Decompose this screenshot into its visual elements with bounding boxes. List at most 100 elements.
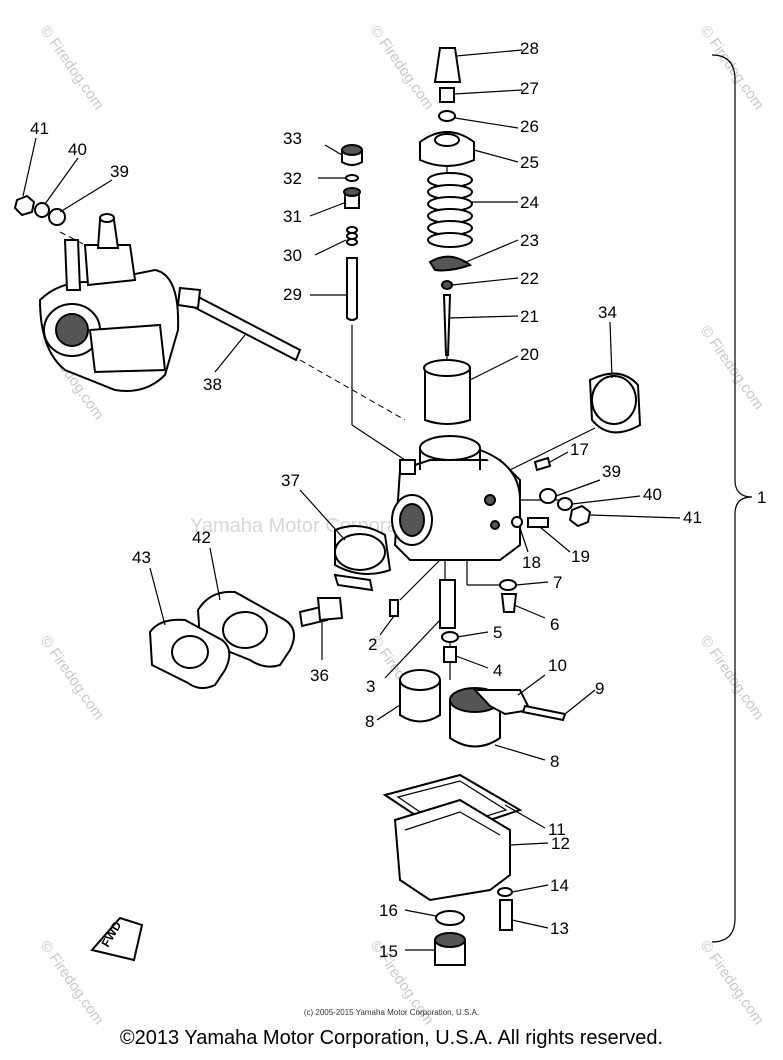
callout-40: 40 [643,485,662,504]
callout-33: 33 [283,129,302,148]
part-5-washer [441,631,459,643]
watermark-text: © Firedog.com [697,23,767,114]
part-3-needle-jet [439,579,456,629]
part-27-nut [439,87,455,103]
part-37-clamp [333,525,392,592]
part-39-washer [539,488,557,504]
part-2-pilot-jet [389,599,399,617]
leader-lines [22,49,681,951]
callout-34: 34 [598,303,617,322]
callout-5: 5 [493,623,502,642]
callout-labels: 1 2 3 4 5 6 7 8 8 9 10 11 12 13 14 15 16… [30,39,766,961]
part-13-screw [499,899,513,931]
part-4-main-jet [443,646,457,663]
callout-19: 19 [571,547,590,566]
carburetor-body [391,435,521,561]
part-32-oring [345,174,359,182]
callout-22: 22 [520,269,539,288]
part-26-washer [438,110,456,122]
part-17-screw [533,456,552,472]
callout-4: 4 [493,661,502,680]
watermark-text: © Firedog.com [37,23,107,114]
part-38-cable-adjuster [176,286,302,362]
part-43-gasket [148,618,231,689]
callout-8: 8 [550,752,559,771]
copyright-footer: ©2013 Yamaha Motor Corporation, U.S.A. A… [119,1027,664,1049]
callout-20: 20 [520,345,539,364]
callout-30: 30 [283,246,302,265]
callout-13: 13 [550,919,569,938]
part-40-washer [557,497,573,511]
part-18-oring [511,516,523,528]
part-41-nut [568,504,592,528]
callout-14: 14 [550,876,569,895]
part-16-gasket [435,910,465,926]
part-31-holder [343,187,361,209]
callout-2: 2 [368,635,377,654]
watermark-text: © Firedog.com [697,323,767,414]
callout-38: 38 [203,375,222,394]
part-24-throttle-spring [427,172,473,248]
callout-6: 6 [550,615,559,634]
part-21-jet-needle [442,294,452,356]
part-15-drain-plug [434,932,466,966]
callout-25: 25 [520,153,539,172]
part-14-washer [497,887,513,897]
callout-17: 17 [570,440,589,459]
watermark-text: © Firedog.com [367,23,437,114]
callout-8: 8 [365,712,374,731]
callout-23: 23 [520,231,539,250]
callout-37: 37 [281,471,300,490]
part-8-float [399,669,441,723]
callout-15: 15 [379,942,398,961]
part-41-nut [13,194,36,217]
callout-9: 9 [595,679,604,698]
callout-32: 32 [283,169,302,188]
callout-16: 16 [379,901,398,920]
callout-31: 31 [283,207,302,226]
small-copyright-line: (c) 2005-2015 Yamaha Motor Corporation, … [303,1008,480,1017]
callout-27: 27 [520,79,539,98]
callout-21: 21 [520,307,539,326]
part-30-spring [346,226,358,246]
assembly-bracket [711,54,753,943]
callout-43: 43 [132,548,151,567]
callout-28: 28 [520,39,539,58]
callout-7: 7 [553,573,562,592]
callout-36: 36 [310,666,329,685]
callout-39: 39 [110,162,129,181]
part-28-cap [433,47,462,83]
part-23-needle-clip [428,255,473,272]
callout-18: 18 [522,553,541,572]
part-36-bolt [298,597,344,628]
part-29-starter-plunger [346,257,358,321]
callout-40: 40 [68,140,87,159]
callout-1: 1 [757,488,766,507]
watermark-text: © Firedog.com [37,633,107,724]
part-34-cap [588,372,642,434]
callout-39: 39 [602,462,621,481]
part-22-clip [441,280,453,290]
callout-26: 26 [520,117,539,136]
forward-direction-marker: FWD [90,916,144,962]
callout-10: 10 [548,656,567,675]
part-7-washer [499,579,517,591]
callout-42: 42 [192,528,211,547]
callout-29: 29 [283,285,302,304]
part-9-float-pin [521,704,567,722]
part-19-air-screw [527,517,549,528]
callout-12: 12 [551,834,570,853]
part-39-washer [48,208,66,226]
part-25-mixing-chamber-top [419,131,475,167]
callout-41: 41 [683,508,702,527]
callout-3: 3 [366,677,375,696]
part-33-cap [341,144,363,166]
callout-11: 11 [548,820,566,839]
part-6-float-valve [500,593,518,613]
part-40-washer [34,202,50,218]
part-10-float-arm [472,689,532,716]
callout-41: 41 [30,119,49,138]
part-20-throttle-valve [423,359,471,425]
assembled-carburetor-inset [38,213,180,392]
